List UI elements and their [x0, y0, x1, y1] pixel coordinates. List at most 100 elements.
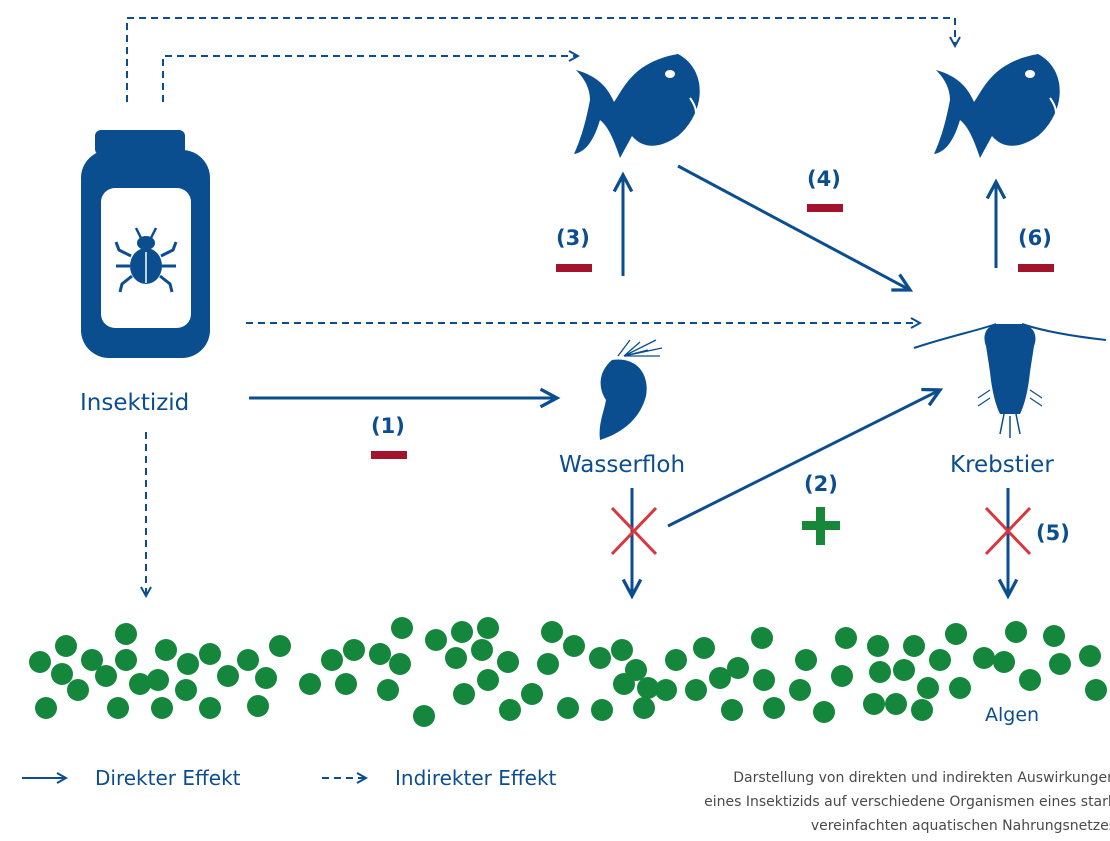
- algae-dot: [321, 649, 343, 671]
- algae-dot: [217, 665, 239, 687]
- fish-icon-predator: [573, 53, 701, 159]
- algae-dot: [55, 635, 77, 657]
- algae-dot: [521, 683, 543, 705]
- negative-sign-3: [556, 264, 592, 272]
- water-flea-label: Wasserfloh: [559, 452, 686, 478]
- caption-line-3: vereinfachten aquatischen Nahrungsnetzes: [810, 818, 1110, 834]
- blocked-cross-icon-crustacean: [984, 506, 1032, 556]
- algae-dot: [589, 647, 611, 669]
- algae-dot: [499, 699, 521, 721]
- algae-dot: [709, 667, 731, 689]
- algae-dot: [377, 679, 399, 701]
- algae-dot: [343, 639, 365, 661]
- algae-dot: [945, 623, 967, 645]
- algae-dot: [445, 647, 467, 669]
- effect-3-label: (3): [556, 226, 590, 250]
- algae-dot: [477, 617, 499, 639]
- algae-dot: [1043, 625, 1065, 647]
- algae-dot: [613, 673, 635, 695]
- algae-dot: [115, 623, 137, 645]
- algae-dot: [789, 679, 811, 701]
- algae-dot: [885, 693, 907, 715]
- algae-dot: [563, 635, 585, 657]
- negative-sign-1: [371, 451, 407, 459]
- direct-arrow-4: [677, 164, 910, 290]
- algae-dot: [237, 649, 259, 671]
- algae-dot: [1049, 653, 1071, 675]
- algae-dot: [537, 653, 559, 675]
- algae-dot: [831, 665, 853, 687]
- algae-dot: [451, 621, 473, 643]
- crustacean-icon: [913, 323, 1107, 438]
- effect-6-label: (6): [1018, 226, 1052, 250]
- algae-dot: [685, 679, 707, 701]
- algae-dot: [541, 621, 563, 643]
- algae-dot: [95, 665, 117, 687]
- algae-dot: [269, 635, 291, 657]
- algae-dot: [129, 673, 151, 695]
- algae-dot: [893, 659, 915, 681]
- algae-dot: [813, 701, 835, 723]
- bug-icon: [114, 227, 178, 293]
- algae-dot: [29, 651, 51, 673]
- algae-dot: [637, 677, 659, 699]
- legend-indirect-label: Indirekter Effekt: [395, 766, 557, 790]
- water-flea-icon: [599, 339, 663, 440]
- algae-dot: [973, 647, 995, 669]
- algae-dots: [29, 617, 1107, 727]
- algae-dot: [369, 643, 391, 665]
- legend-direct-label: Direkter Effekt: [95, 766, 241, 790]
- algae-dot: [115, 649, 137, 671]
- algae-dot: [727, 657, 749, 679]
- algae-dot: [863, 693, 885, 715]
- algae-dot: [477, 669, 499, 691]
- algae-dot: [35, 697, 57, 719]
- algae-dot: [155, 639, 177, 661]
- algae-dot: [867, 635, 889, 657]
- algae-dot: [175, 679, 197, 701]
- algae-dot: [903, 635, 925, 657]
- algae-dot: [557, 697, 579, 719]
- algae-dot: [633, 697, 655, 719]
- insecticide-bottle-icon: [81, 130, 210, 358]
- algae-label: Algen: [985, 704, 1040, 726]
- algae-dot: [497, 651, 519, 673]
- algae-dot: [413, 705, 435, 727]
- algae-dot: [1019, 669, 1041, 691]
- algae-dot: [471, 639, 493, 661]
- algae-dot: [665, 649, 687, 671]
- algae-dot: [389, 653, 411, 675]
- positive-plus-icon: [802, 507, 840, 545]
- figure-caption: Darstellung von direkten und indirekten …: [656, 766, 1110, 838]
- algae-dot: [751, 627, 773, 649]
- direct-arrow-2: [667, 390, 940, 528]
- algae-dot: [795, 649, 817, 671]
- fish-icon-top: [933, 53, 1061, 159]
- algae-dot: [67, 679, 89, 701]
- algae-dot: [753, 669, 775, 691]
- effect-1-label: (1): [371, 414, 405, 438]
- algae-dot: [299, 673, 321, 695]
- algae-dot: [199, 643, 221, 665]
- algae-dot: [107, 697, 129, 719]
- algae-dot: [655, 679, 677, 701]
- algae-dot: [425, 629, 447, 651]
- negative-sign-4: [807, 204, 843, 212]
- algae-dot: [611, 639, 633, 661]
- crustacean-label: Krebstier: [950, 452, 1054, 478]
- algae-dot: [835, 627, 857, 649]
- algae-dot: [255, 667, 277, 689]
- algae-dot: [1085, 679, 1107, 701]
- algae-dot: [147, 669, 169, 691]
- algae-dot: [247, 695, 269, 717]
- algae-dot: [917, 677, 939, 699]
- algae-dot: [51, 663, 73, 685]
- negative-sign-6: [1018, 264, 1054, 272]
- algae-dot: [335, 673, 357, 695]
- caption-line-2: eines Insektizids auf verschiedene Organ…: [704, 794, 1110, 810]
- algae-dot: [391, 617, 413, 639]
- caption-line-1: Darstellung von direkten und indirekten …: [733, 770, 1110, 786]
- algae-dot: [993, 651, 1015, 673]
- algae-dot: [949, 677, 971, 699]
- effect-5-label: (5): [1036, 521, 1070, 545]
